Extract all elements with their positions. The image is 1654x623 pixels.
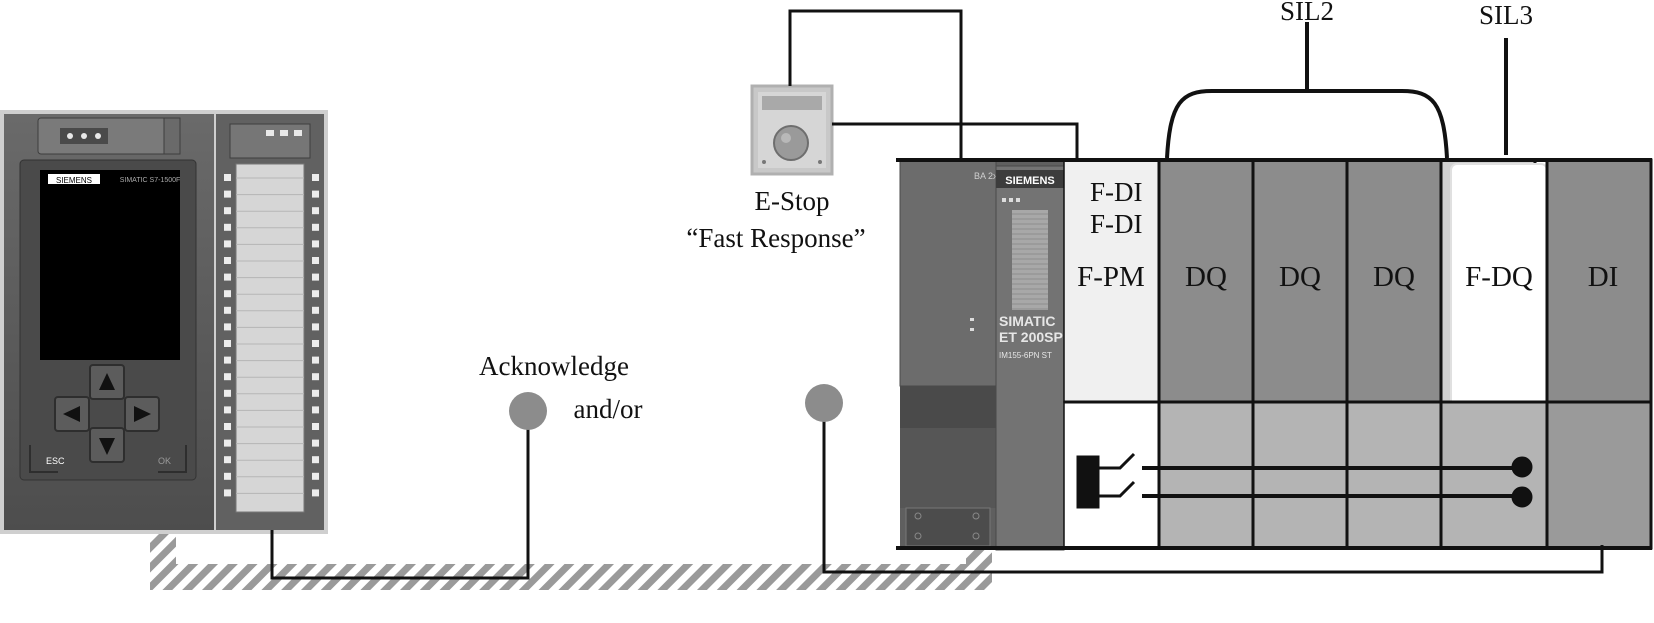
estop-label: E-Stop [754, 186, 829, 216]
io-led [312, 472, 319, 480]
io-led [312, 290, 319, 298]
arrow-right-icon [134, 406, 151, 422]
io-led [224, 174, 231, 181]
fdi-label-2: F-DI [1090, 209, 1143, 239]
io-led [224, 472, 231, 480]
arrow-up-icon [99, 373, 115, 390]
io-led [224, 207, 231, 215]
module-label-f-pm: F-PM [1077, 261, 1145, 293]
io-led [312, 356, 319, 364]
acknowledge-button-1 [509, 392, 547, 430]
io-led [312, 456, 319, 464]
io-led [224, 489, 231, 497]
io-led [312, 190, 319, 198]
io-led [312, 207, 319, 215]
terminal-dot-2 [1511, 486, 1533, 508]
io-led [224, 456, 231, 464]
io-led [312, 423, 319, 430]
cpu-keypad: ESC OK [29, 364, 187, 473]
io-led [312, 223, 319, 231]
arrow-down-icon [99, 438, 115, 455]
cpu-screen-text: SIMATIC S7-1500F [120, 177, 181, 184]
io-led [312, 389, 319, 397]
fdi-label-1: F-DI [1090, 177, 1143, 207]
ok-key-label: OK [158, 456, 171, 466]
acknowledge-label: Acknowledge [479, 351, 629, 381]
io-led [224, 306, 231, 314]
module-di [1545, 158, 1653, 404]
io-led [224, 423, 231, 430]
io-led [312, 240, 319, 248]
et200-name-line2: ET 200SP [999, 329, 1063, 345]
module-dq-1 [1157, 158, 1255, 404]
module-f-pm [1063, 159, 1160, 403]
and-or-label: and/or [574, 394, 643, 424]
module-label-dq-3: DQ [1373, 261, 1415, 293]
acknowledge-button-2 [805, 384, 843, 422]
io-led [224, 340, 231, 347]
relay-contact-symbol [1076, 452, 1533, 509]
sil2-bracket [1165, 22, 1449, 159]
io-led [224, 439, 231, 447]
esc-key-label: ESC [46, 456, 65, 466]
et200-name-line1: SIMATIC [999, 313, 1056, 329]
io-led [224, 290, 231, 298]
estop-button [750, 84, 834, 176]
io-led [312, 373, 319, 381]
io-led [312, 340, 319, 347]
io-led [224, 389, 231, 397]
module-label-dq-2: DQ [1279, 261, 1321, 293]
cpu-controller: SIEMENS SIMATIC S7-1500F ESC OK [0, 110, 328, 534]
fast-response-label: “Fast Response” [686, 223, 865, 253]
io-led [224, 356, 231, 364]
io-led [224, 406, 231, 414]
et200-brand: SIEMENS [1005, 175, 1055, 187]
io-led [224, 240, 231, 248]
io-led [312, 489, 319, 497]
sil3-label: SIL3 [1479, 0, 1533, 30]
sil2-label: SIL2 [1280, 0, 1334, 26]
et200-model: IM155-6PN ST [999, 351, 1052, 360]
io-led [312, 273, 319, 281]
io-led [224, 373, 231, 381]
io-led [224, 257, 231, 264]
arrow-left-icon [63, 406, 80, 422]
terminal-dot-1 [1511, 456, 1533, 478]
module-label-dq-1: DQ [1185, 261, 1227, 293]
module-label-f-dq: F-DQ [1465, 261, 1533, 293]
io-led [224, 190, 231, 198]
module-label-di: DI [1588, 261, 1619, 293]
label-strip [1012, 210, 1048, 310]
io-led [224, 223, 231, 231]
io-led [312, 306, 319, 314]
cpu-display [40, 170, 180, 360]
io-led [224, 273, 231, 281]
et200sp-station: BA 2xRJ45 SIEMENS SIMATIC ET 200SP IM155… [896, 158, 1653, 551]
io-led [312, 257, 319, 264]
io-led [312, 406, 319, 414]
io-led [224, 323, 231, 331]
io-led [312, 439, 319, 447]
io-led [312, 323, 319, 331]
io-led [312, 174, 319, 181]
acknowledge-wiring [270, 420, 1604, 580]
cpu-brand: SIEMENS [56, 176, 92, 185]
